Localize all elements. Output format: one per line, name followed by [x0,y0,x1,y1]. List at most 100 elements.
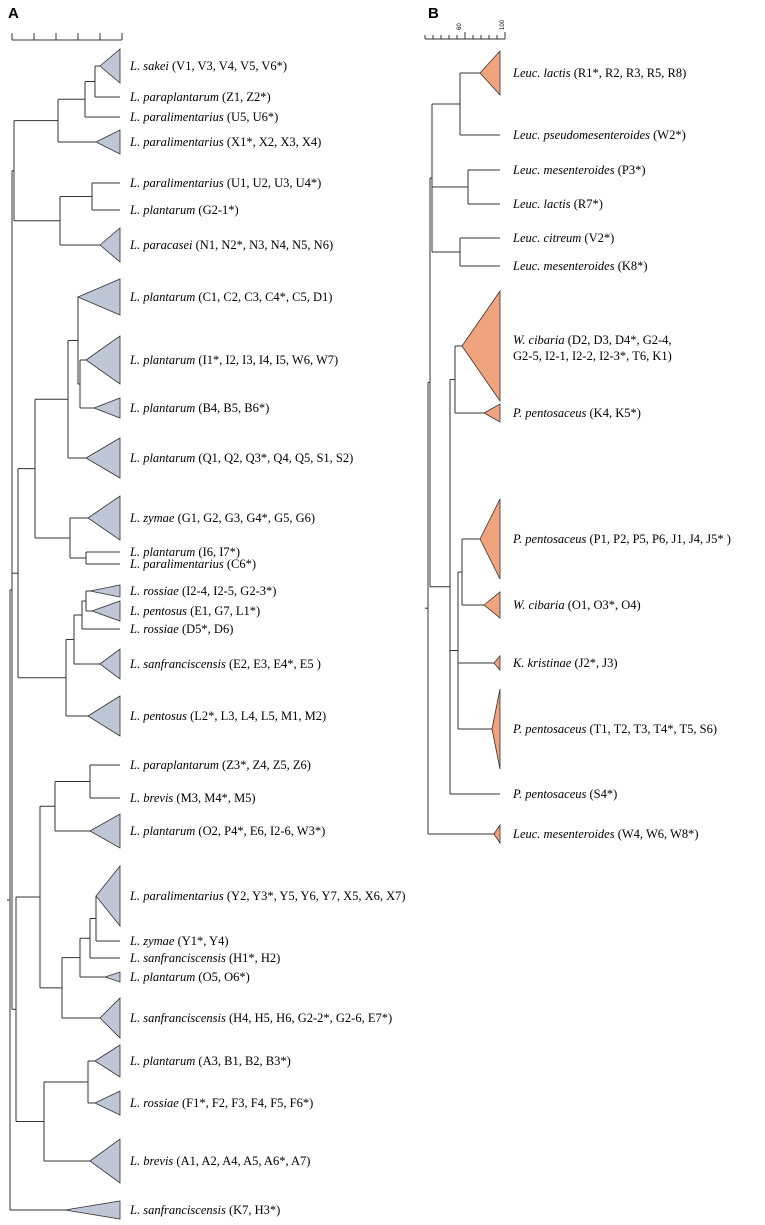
panel-b-clade-triangle [493,823,501,845]
panel-a-strain-list: (Q1, Q2, Q3*, Q4, Q5, S1, S2) [195,451,353,465]
panel-a-strain-list: (I6, I7*) [195,545,240,559]
panel-a-strain-list: (Z1, Z2*) [219,90,271,104]
panel-a-leaf-label: L. zymae (G1, G2, G3, G4*, G5, G6) [129,511,315,525]
panel-a-strain-list: (G1, G2, G3, G4*, G5, G6) [174,511,315,525]
panel-a-strain-list: (H1*, H2) [226,951,281,965]
panel-a-strain-list: (O2, P4*, E6, I2-6, W3*) [195,824,325,838]
panel-a-strain-list: (E2, E3, E4*, E5 ) [226,657,321,671]
panel-a-clade-triangle [103,971,121,983]
panel-a-leaf-label: L. plantarum (O2, P4*, E6, I2-6, W3*) [129,824,325,838]
panel-a-leaf-label: L. paraplantarum (Z3*, Z4, Z5, Z6) [129,758,311,772]
panel-b-species-name: W. cibaria [513,333,565,347]
panel-b-clade-triangle [491,688,501,770]
panel-a-species-name: L. sanfranciscensis [129,951,226,965]
panel-a-leaf-label: L. plantarum (G2-1*) [129,203,239,217]
panel-a-clade-triangle [95,129,121,155]
panel-b-strain-list: G2-5, I2-1, I2-2, I2-3*, T6, K1) [513,349,672,363]
panel-a-species-name: L. plantarum [129,824,195,838]
panel-a-clade-triangle [87,495,121,541]
panel-b-tree: Leuc. lactis (R1*, R2, R3, R5, R8) Leuc. … [425,49,731,845]
panel-a-clade-triangle [94,1044,121,1078]
panel-b-leaf-label: Leuc. lactis (R1*, R2, R3, R5, R8) [512,66,686,80]
panel-a-species-name: L. sanfranciscensis [129,1011,226,1025]
panel-a-species-name: L. sakei [129,59,169,73]
panel-a-leaf-label: L. pentosus (L2*, L3, L4, L5, M1, M2) [129,709,326,723]
panel-b-leaf-label: W. cibaria (O1, O3*, O4) [513,598,641,612]
panel-a-species-name: L. paraplantarum [129,758,219,772]
panel-b-strain-list: (K4, K5*) [586,406,641,420]
panel-b-species-name: Leuc. mesenteroides [512,163,615,177]
panel-a-leaf-label: L. plantarum (Q1, Q2, Q3*, Q4, Q5, S1, S… [129,451,353,465]
panel-b-clade-triangle [483,591,501,619]
panel-a-clade-triangle [95,864,121,928]
panel-a-species-name: L. paralimentarius [129,889,224,903]
panel-b-leaf-label: Leuc. mesenteroides (W4, W6, W8*) [512,827,699,841]
panel-a-strain-list: (N1, N2*, N3, N4, N5, N6) [193,238,334,252]
panel-a-clade-triangle [99,227,121,263]
panel-a-leaf-label: L. pentosus (E1, G7, L1*) [129,604,260,618]
panel-a-clade-triangle [85,335,121,385]
panel-b-leaf-label: K. kristinae (J2*, J3) [512,656,618,670]
panel-a-strain-list: (C6*) [224,557,256,571]
panel-a-strain-list: (A3, B1, B2, B3*) [195,1054,291,1068]
panel-a-strain-list: (G2-1*) [195,203,238,217]
panel-a-leaf-label: L. brevis (A1, A2, A4, A5, A6*, A7) [129,1154,310,1168]
panel-a-species-name: L. zymae [129,934,175,948]
panel-b-species-name: P. pentosaceus [512,722,587,736]
panel-a-letter: A [8,5,19,22]
panel-a-strain-list: (B4, B5, B6*) [195,401,269,415]
panel-b-leaf-label: Leuc. lactis (R7*) [512,197,603,211]
panel-b-clade-triangle [479,49,501,97]
panel-b-scale-label-60: 60 [457,23,463,30]
panel-a-leaf-label: L. paralimentarius (U1, U2, U3, U4*) [129,176,321,190]
panel-b-species-name: P. pentosaceus [512,787,587,801]
panel-a-species-name: L. rossiae [129,1096,179,1110]
panel-a-leaf-label: L. sanfranciscensis (K7, H3*) [129,1203,280,1217]
panel-a-strain-list: (O5, O6*) [195,970,250,984]
panel-b-letter: B [428,5,439,22]
panel-b-clade-triangle [483,403,501,423]
panel-a-clade-triangle [90,600,121,622]
panel-a-leaf-label: L. plantarum (I6, I7*) [129,545,240,559]
panel-a-species-name: L. plantarum [129,353,195,367]
panel-a-species-name: L. pentosus [129,709,187,723]
panel-a-species-name: L. paraplantarum [129,90,219,104]
panel-a-strain-list: (U1, U2, U3, U4*) [224,176,322,190]
panel-a-species-name: L. sanfranciscensis [129,1203,226,1217]
panel-a-species-name: L. brevis [129,791,173,805]
panel-a-leaf-label: L. sanfranciscensis (E2, E3, E4*, E5 ) [129,657,321,671]
panel-a-strain-list: (I1*, I2, I3, I4, I5, W6, W7) [195,353,338,367]
panel-a-species-name: L. plantarum [129,401,195,415]
panel-b-clade-triangle [479,498,501,580]
panel-a-species-name: L. paralimentarius [129,135,224,149]
panel-a-leaf-label: L. rossiae (F1*, F2, F3, F4, F5, F6*) [129,1096,313,1110]
panel-a-species-name: L. paracasei [129,238,193,252]
panel-b-scale-bar: 60 100 [424,19,506,40]
panel-a-species-name: L. plantarum [129,290,195,304]
panel-b-leaf-label: Leuc. mesenteroides (P3*) [512,163,646,177]
panel-b-strain-list: (W4, W6, W8*) [615,827,699,841]
panel-b-leaf-label: Leuc. pseudomesenteroides (W2*) [512,128,686,142]
panel-a-clade-triangle [64,1200,121,1220]
panel-b-strain-list: (P1, P2, P5, P6, J1, J4, J5* ) [586,532,730,546]
panel-b-leaf-label: P. pentosaceus (K4, K5*) [512,406,641,420]
panel-a-strain-list: (K7, H3*) [226,1203,281,1217]
panel-a-strain-list: (U5, U6*) [224,110,279,124]
panel-b-leaf-label: P. pentosaceus (P1, P2, P5, P6, J1, J4, … [512,532,731,546]
panel-a-clade-triangle [89,813,121,849]
panel-b-leaf-label: P. pentosaceus (S4*) [512,787,617,801]
panel-a-tree: L. sakei (V1, V3, V4, V5, V6*)L. parapla… [7,48,406,1220]
panel-a-clade-triangle [99,648,121,680]
panel-a-strain-list: (M3, M4*, M5) [173,791,255,805]
panel-b-species-name: P. pentosaceus [512,406,587,420]
panel-a-leaf-label: L. paralimentarius (Y2, Y3*, Y5, Y6, Y7,… [129,889,406,903]
panel-b-clade-triangle [461,289,501,403]
panel-a-leaf-label: L. paracasei (N1, N2*, N3, N4, N5, N6) [129,238,333,252]
panel-a-strain-list: (Y1*, Y4) [174,934,228,948]
panel-a-species-name: L. plantarum [129,203,195,217]
panel-b-species-name: Leuc. mesenteroides [512,827,615,841]
panel-a-leaf-label: L. paralimentarius (C6*) [129,557,256,571]
panel-a-leaf-label: L. plantarum (B4, B5, B6*) [129,401,269,415]
panel-b-strain-list: (R7*) [571,197,603,211]
